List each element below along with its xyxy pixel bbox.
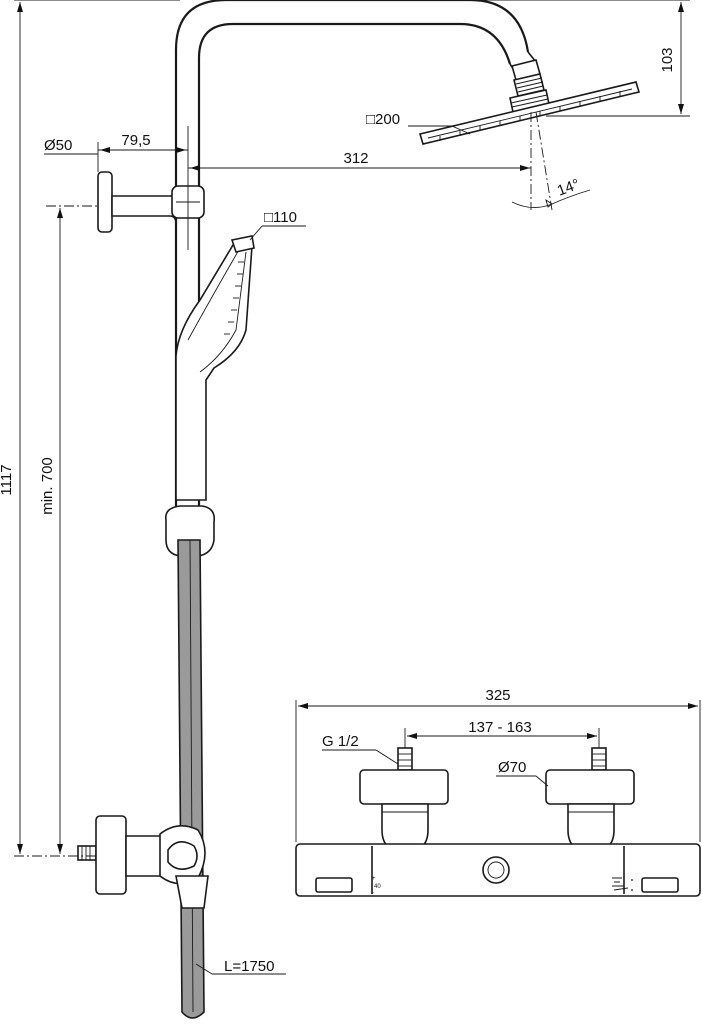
mixer-temp-mark: 40 [374,884,381,890]
dimension-min-height: min. 700 [39,208,63,854]
wall-outlet-connector [77,815,209,909]
dimension-tilt: 14° [555,176,582,200]
hand-shower-nozzle-dots [224,261,244,335]
hand-shower [164,235,255,557]
dim-arm-length-label: 312 [343,150,368,167]
dim-thread-label: G 1/2 [322,733,359,750]
dimension-head-size: □200 [366,111,471,135]
dim-inlet-spacing-label: 137 - 163 [468,719,531,736]
dimension-bracket: Ø50 79,5 [44,126,189,250]
head-nozzle-dots [439,91,621,141]
dimension-mixer-width: 325 [295,687,701,842]
mixer-plus-mark: + [372,876,376,882]
dimension-total-height: 1117 [0,0,180,857]
dim-rosette-label: Ø70 [498,759,526,776]
dimension-thread: G 1/2 [322,733,399,765]
dimension-103: 103 [470,0,690,117]
dimension-rosette: Ø70 [496,759,549,787]
dim-head-drop-label: 103 [659,47,676,72]
dim-hand-shower-size-label: □110 [264,209,297,226]
dim-tilt-label: 14° [555,176,582,200]
dimension-312: 312 [188,150,531,171]
thermostatic-mixer: + 40 - [295,747,701,897]
dimension-inlet-spacing: 137 - 163 [404,719,600,748]
dimension-hand-shower-size: □110 [249,209,306,241]
mixer-minus-mark: - [372,890,374,896]
bath-shower-icon [612,877,629,891]
dim-bracket-offset-label: 79,5 [121,132,150,149]
dim-total-height-label: 1117 [0,464,15,495]
dim-head-size-label: □200 [366,111,400,128]
head-tilt-construction [511,111,591,211]
dim-bracket-diameter-label: Ø50 [44,137,72,154]
dim-min-height-label: min. 700 [39,457,56,515]
dim-hose-length-label: L=1750 [224,958,274,975]
dim-mixer-width-label: 325 [485,687,510,704]
dimension-hose-length: L=1750 [195,958,286,975]
shower-hose [177,539,205,1019]
shower-column [174,0,641,510]
